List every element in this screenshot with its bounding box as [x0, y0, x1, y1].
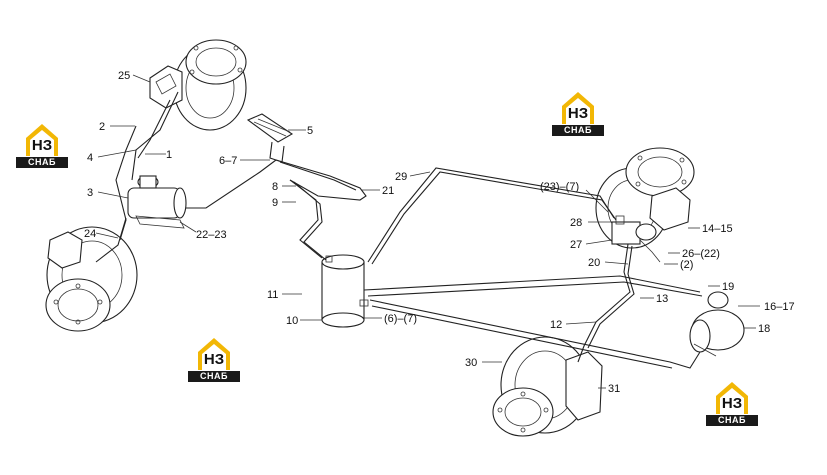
label-19: 19	[722, 281, 734, 293]
label-14-15: 14–15	[702, 223, 733, 235]
watermark-logo: НЗ СНАБ	[706, 380, 758, 428]
logo-mark-text: НЗ	[203, 351, 225, 368]
logo-house-icon	[716, 382, 748, 414]
label-12: 12	[550, 319, 562, 331]
label-1: 1	[166, 149, 172, 161]
label-3: 3	[87, 187, 93, 199]
logo-house-icon	[26, 124, 58, 156]
label-6-7-paren: (6)–(7)	[384, 313, 417, 325]
label-28: 28	[570, 217, 582, 229]
watermark-logo: НЗ СНАБ	[16, 122, 68, 170]
logo-caption: СНАБ	[706, 415, 758, 426]
logo-mark-text: НЗ	[721, 395, 743, 412]
label-31: 31	[608, 383, 620, 395]
logo-house-icon	[198, 338, 230, 370]
logo-mark-text: НЗ	[31, 137, 53, 154]
label-30: 30	[465, 357, 477, 369]
label-2: 2	[99, 121, 105, 133]
master-cylinder	[127, 175, 187, 229]
rear-left-wheel-hub	[45, 226, 138, 332]
watermark-logo: НЗ СНАБ	[188, 336, 240, 384]
part-labels: 25 2 1 4 3 24 22–23 5 6–7 8 9 21 29 11 1…	[84, 70, 795, 395]
label-22-23: 22–23	[196, 229, 227, 241]
label-26-22: 26–(22)	[682, 248, 720, 260]
label-20: 20	[588, 257, 600, 269]
brake-valve	[611, 215, 657, 245]
label-5: 5	[307, 125, 313, 137]
logo-caption: СНАБ	[552, 125, 604, 136]
logo-mark-text: НЗ	[567, 105, 589, 122]
label-8: 8	[272, 181, 278, 193]
label-13: 13	[656, 293, 668, 305]
logo-caption: СНАБ	[188, 371, 240, 382]
label-23-7: (23)–(7)	[540, 181, 579, 193]
rear-right-wheel-hub	[492, 336, 603, 437]
brake-pedal	[246, 113, 294, 163]
label-6-7: 6–7	[219, 155, 237, 167]
label-24: 24	[84, 228, 96, 240]
label-2-paren: (2)	[680, 259, 693, 271]
label-9: 9	[272, 197, 278, 209]
label-29: 29	[395, 171, 407, 183]
brake-lines	[95, 91, 703, 369]
label-4: 4	[87, 152, 93, 164]
logo-house-icon	[562, 92, 594, 124]
brake-chamber	[689, 291, 745, 357]
label-10: 10	[286, 315, 298, 327]
logo-caption: СНАБ	[16, 157, 68, 168]
leader-lines	[95, 74, 760, 389]
watermark-logo: НЗ СНАБ	[552, 90, 604, 138]
label-27: 27	[570, 239, 582, 251]
label-25: 25	[118, 70, 130, 82]
label-11: 11	[267, 289, 278, 301]
label-21: 21	[382, 185, 394, 197]
label-18: 18	[758, 323, 770, 335]
air-tank	[321, 254, 369, 328]
front-left-wheel-hub	[149, 39, 247, 131]
label-16-17: 16–17	[764, 301, 795, 313]
